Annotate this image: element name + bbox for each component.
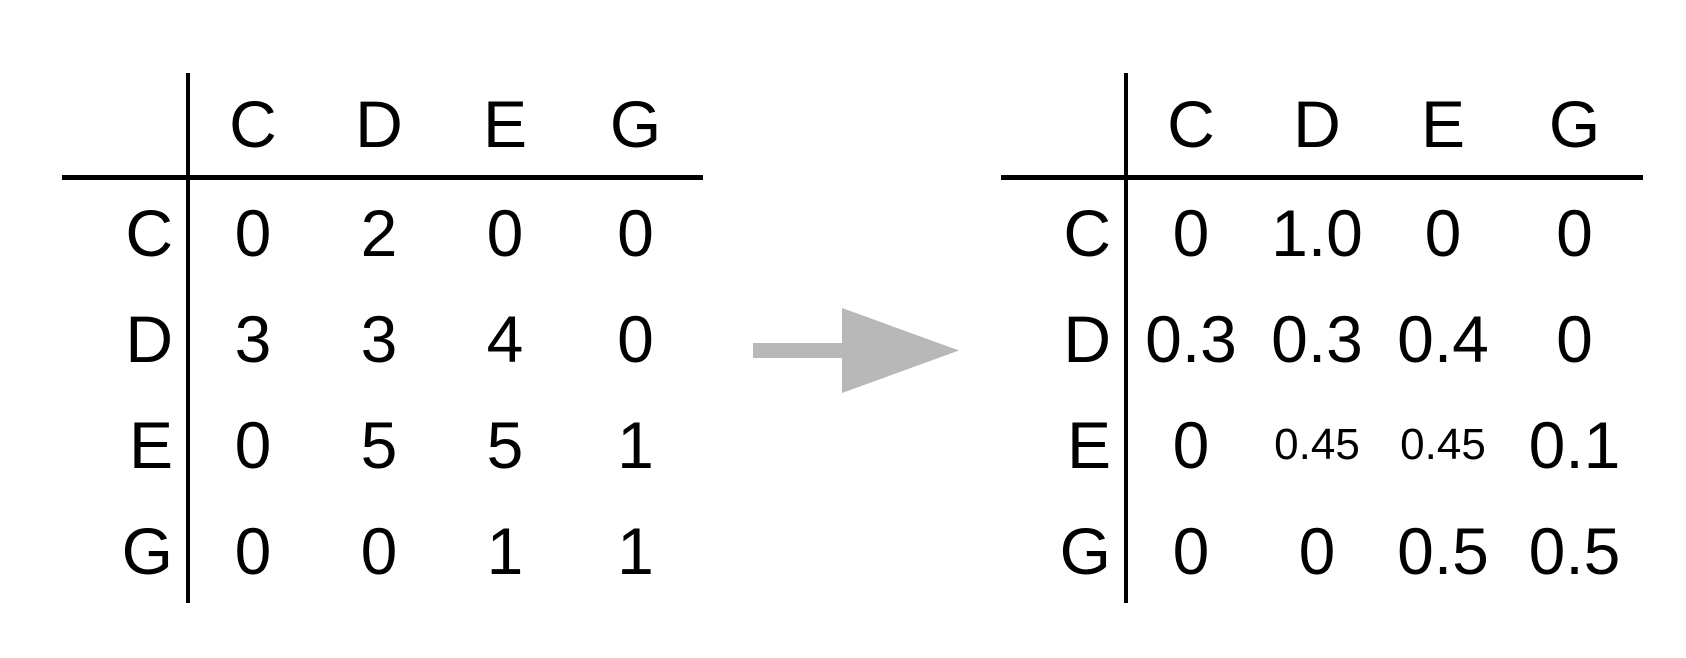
left-row-label-d: D (62, 286, 190, 392)
left-cell-r1-c1: 3 (360, 302, 398, 376)
left-cell-r0-c0: 0 (234, 196, 272, 270)
right-cell-r3-c2: 0.5 (1397, 513, 1489, 588)
right-cell-r1-c2: 0.4 (1397, 302, 1489, 376)
left-cell-r2-c1: 5 (360, 408, 398, 482)
right-cell-r2-c0: 0 (1172, 408, 1210, 482)
left-cell-r1-c3: 0 (617, 302, 654, 376)
right-col-header-e: E (1380, 73, 1506, 180)
left-cell-r0-c2: 0 (486, 196, 524, 270)
right-cell-r3-c1: 0 (1298, 513, 1336, 588)
left-cell-r3-c1: 0 (360, 513, 398, 588)
right-corner-cell (1001, 73, 1128, 180)
right-cell-r0-c0: 0 (1172, 196, 1210, 270)
count-matrix: C D E G C 0 2 0 0 D 3 3 4 0 E 0 5 5 1 G … (62, 73, 703, 603)
right-cell-r3-c3: 0.5 (1528, 513, 1621, 588)
left-cell-r0-c3: 0 (617, 196, 654, 270)
left-cell-r2-c3: 1 (617, 408, 654, 482)
left-col-header-g: G (568, 73, 703, 180)
right-cell-r0-c2: 0 (1424, 196, 1462, 270)
right-cell-r1-c3: 0 (1556, 302, 1593, 376)
left-row-label-g: G (62, 498, 190, 603)
right-cell-r2-c1: 0.45 (1274, 420, 1360, 469)
right-cell-r1-c1: 0.3 (1271, 302, 1363, 376)
left-cell-r0-c1: 2 (360, 196, 398, 270)
right-col-header-c: C (1128, 73, 1254, 180)
right-row-label-d: D (1001, 286, 1128, 392)
left-row-label-c: C (62, 180, 190, 286)
left-cell-r1-c0: 3 (234, 302, 272, 376)
left-cell-r3-c3: 1 (617, 513, 654, 588)
right-row-label-e: E (1001, 392, 1128, 498)
right-row-label-c: C (1001, 180, 1128, 286)
right-col-header-d: D (1254, 73, 1380, 180)
right-arrow-icon (753, 308, 959, 393)
right-col-header-g: G (1506, 73, 1643, 180)
right-cell-r3-c0: 0 (1172, 513, 1210, 588)
probability-matrix: C D E G C 0 1.0 0 0 D 0.3 0.3 0.4 0 E 0 … (1001, 73, 1643, 603)
right-cell-r1-c0: 0.3 (1145, 302, 1237, 376)
right-cell-r0-c3: 0 (1556, 196, 1593, 270)
left-cell-r1-c2: 4 (486, 302, 524, 376)
left-col-header-c: C (190, 73, 316, 180)
right-cell-r2-c3: 0.1 (1528, 408, 1621, 482)
left-cell-r3-c0: 0 (234, 513, 272, 588)
right-cell-r2-c2: 0.45 (1400, 420, 1486, 469)
left-col-header-d: D (316, 73, 442, 180)
left-corner-cell (62, 73, 190, 180)
left-cell-r3-c2: 1 (486, 513, 524, 588)
right-arrow-shape (753, 308, 959, 393)
right-row-label-g: G (1001, 498, 1128, 603)
left-cell-r2-c0: 0 (234, 408, 272, 482)
left-row-label-e: E (62, 392, 190, 498)
left-col-header-e: E (442, 73, 568, 180)
right-cell-r0-c1: 1.0 (1271, 196, 1363, 270)
left-cell-r2-c2: 5 (486, 408, 524, 482)
